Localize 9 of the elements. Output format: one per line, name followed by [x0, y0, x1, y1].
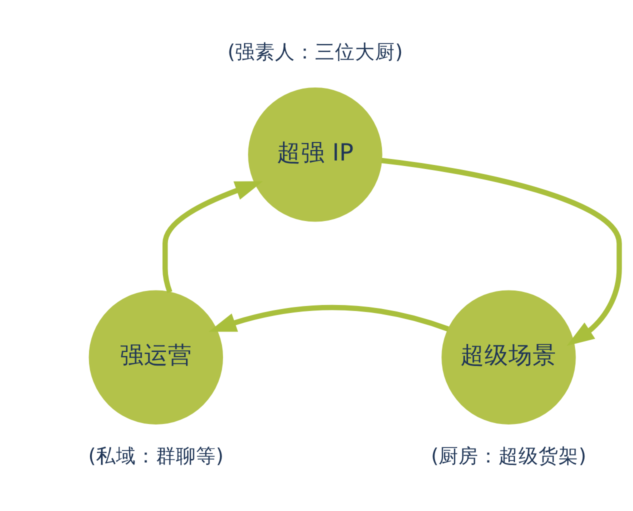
node-circle: 超强 IP	[248, 87, 382, 222]
arrow	[162, 180, 263, 293]
node-circle: 超级场景	[442, 290, 576, 424]
node-label: (强素人：三位大厨)	[227, 40, 403, 64]
arrow	[208, 304, 449, 332]
arrow	[381, 157, 622, 346]
node-label: (厨房：超级货架)	[430, 444, 586, 468]
node-label: (私域：群聊等)	[88, 444, 224, 468]
node-circle: 强运营	[88, 290, 224, 424]
